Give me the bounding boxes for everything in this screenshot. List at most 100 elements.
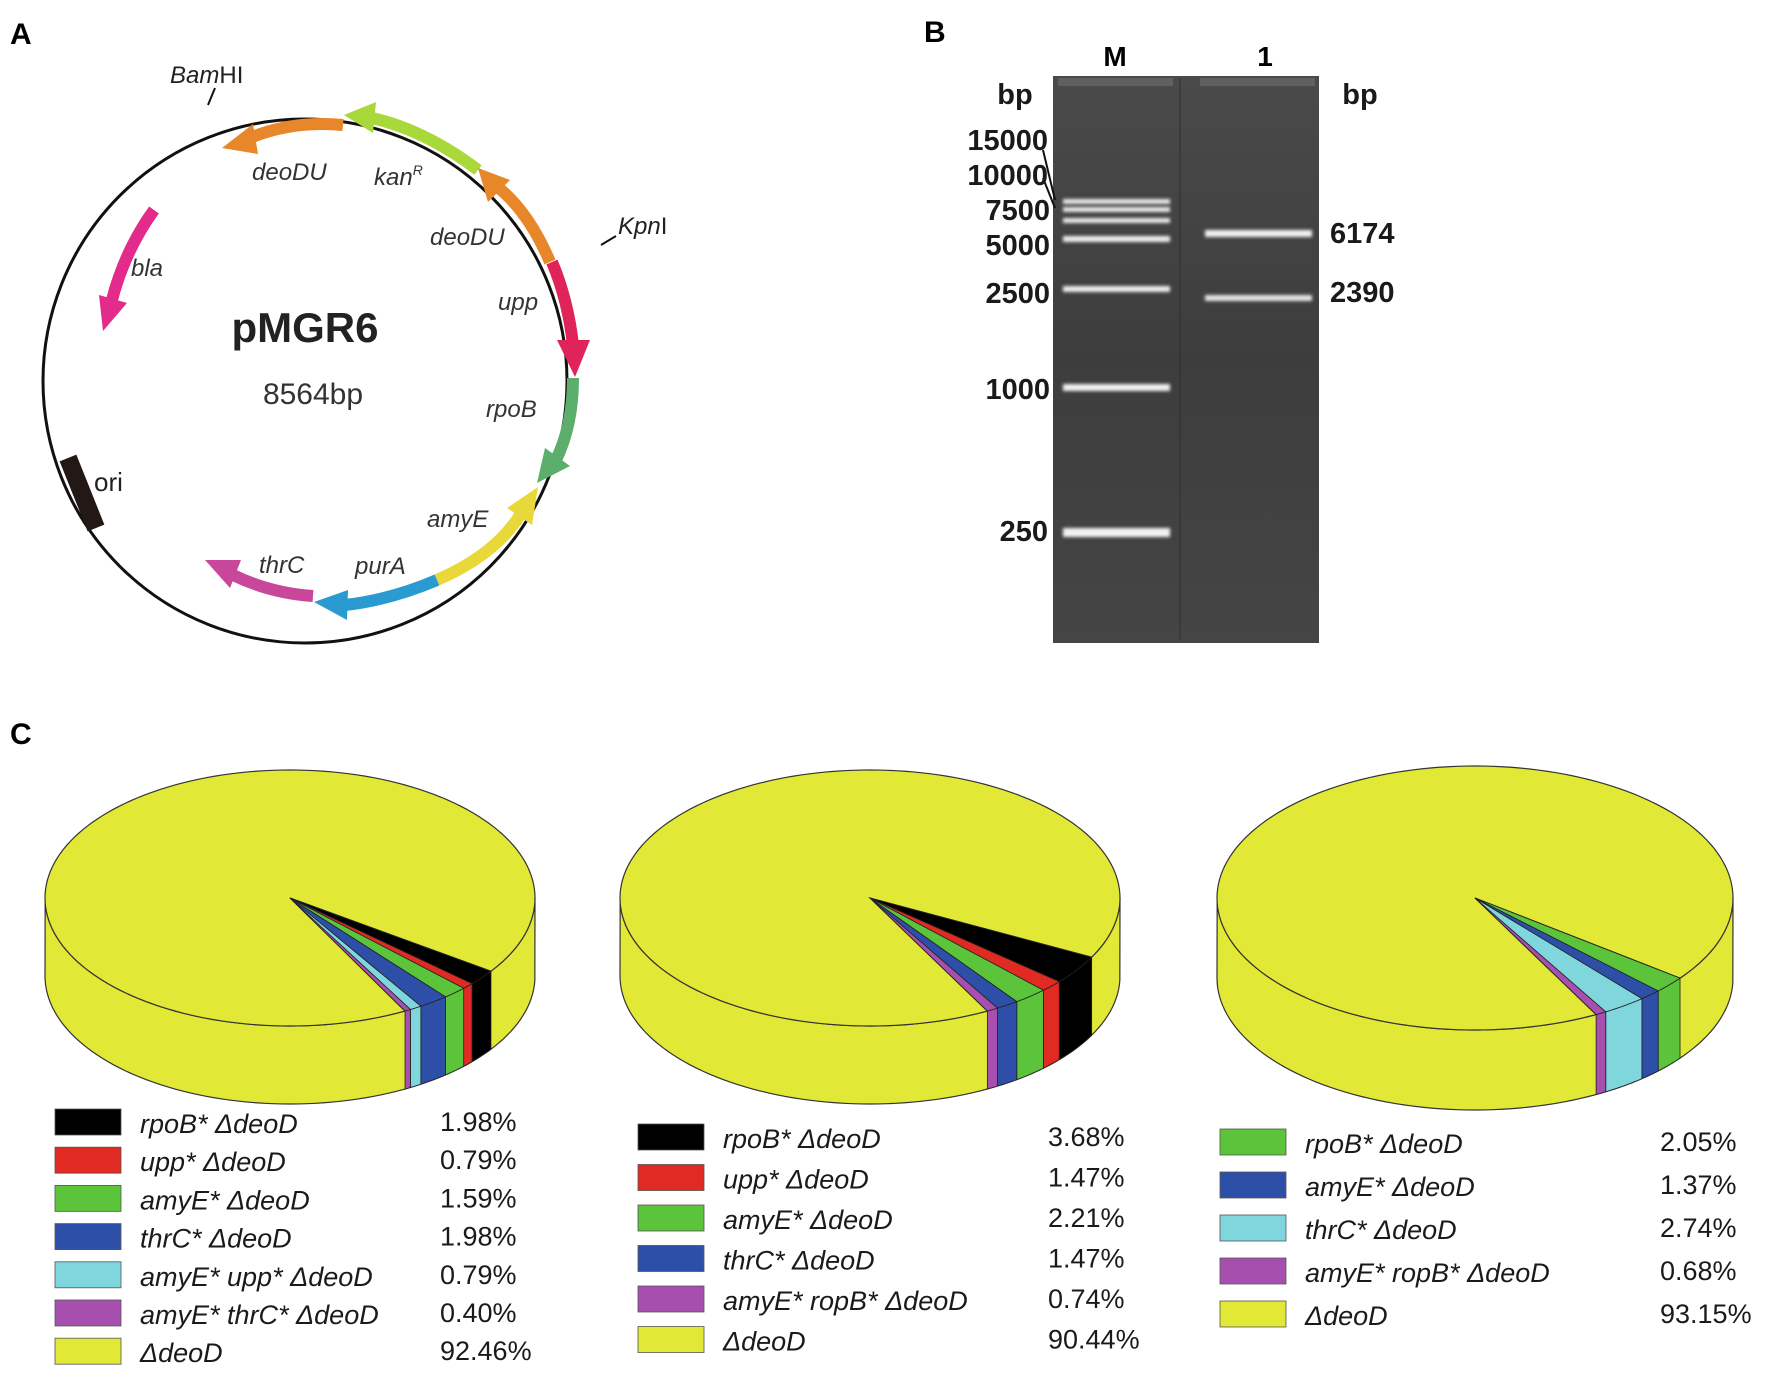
marker-size-label: 5000 (985, 230, 1050, 262)
legend-label: upp* ΔdeoD (723, 1165, 869, 1195)
gene-label-upp: upp (498, 289, 538, 316)
sample-bands (1205, 230, 1312, 301)
gene-arrow-kanr (344, 102, 482, 175)
legend-value: 1.47% (1048, 1163, 1125, 1193)
legend-value: 1.98% (440, 1107, 517, 1137)
legend-value: 1.47% (1048, 1244, 1125, 1274)
legend-label: ΔdeoD (722, 1327, 806, 1357)
sample-band (1205, 295, 1312, 301)
plasmid-size: 8564bp (263, 378, 363, 411)
gel-image (1053, 76, 1319, 643)
gene-label-amye: amyE (427, 506, 489, 533)
pie-slice (289, 897, 447, 1007)
legend-swatch (637, 1123, 705, 1151)
unit-left: bp (997, 79, 1032, 111)
pie-slice (1474, 897, 1660, 1000)
legend-label: thrC* ΔdeoD (723, 1246, 875, 1276)
panel-a: A ori BamHI KpnI (10, 18, 667, 645)
legend-value: 0.68% (1660, 1256, 1737, 1286)
gene-arrow-amye (434, 487, 538, 586)
legend-swatch (54, 1223, 122, 1250)
gene-arrow-pura (314, 574, 440, 620)
pie-slice (1474, 897, 1607, 1015)
legend-value: 2.05% (1660, 1127, 1737, 1157)
gene-label-bla: bla (131, 255, 163, 282)
pie-slice-side (986, 1007, 998, 1090)
legend-value: 3.68% (1048, 1122, 1125, 1152)
legend-label: rpoB* ΔdeoD (140, 1109, 298, 1139)
gel-well-1 (1200, 78, 1315, 86)
pie-slice (869, 897, 1061, 991)
pie-slice-side (471, 970, 492, 1063)
panel-c-letter: C (10, 718, 32, 751)
pie-slice (1474, 897, 1681, 992)
pie-slice-side (410, 1005, 422, 1089)
marker-band (1063, 218, 1170, 223)
gel-well-m (1058, 78, 1173, 86)
pie-legend: rpoB* ΔdeoD 3.68% upp* ΔdeoD 1.47% amyE* Δde… (637, 1122, 1140, 1357)
bamhi-site-label: BamHI (170, 62, 243, 89)
gene-label-kanr: kanR (374, 162, 423, 191)
legend-value: 2.21% (1048, 1203, 1125, 1233)
legend-value: 0.74% (1048, 1284, 1125, 1314)
kpni-site-label: KpnI (618, 213, 667, 240)
legend-swatch (637, 1326, 705, 1353)
ori-marker-bar (59, 454, 105, 532)
marker-size-label: 10000 (967, 160, 1048, 192)
pie-slice-side (420, 996, 446, 1085)
unit-right: bp (1342, 79, 1377, 111)
pie-slice-side (404, 1008, 411, 1090)
kpni-tick (600, 235, 617, 246)
legend-swatch (1219, 1214, 1287, 1242)
ori-label: ori (94, 467, 123, 497)
pie-slice (869, 897, 1018, 1009)
sample-band (1205, 230, 1312, 237)
gene-label-deodu-inner: deoDU (430, 224, 505, 251)
legend-value: 1.98% (440, 1222, 517, 1252)
legend-value: 90.44% (1048, 1325, 1140, 1355)
legend-swatch (1219, 1257, 1287, 1285)
panel-a-letter: A (10, 18, 32, 51)
gene-label-pura: purA (354, 553, 406, 580)
marker-band (1063, 528, 1170, 537)
pie-slice (289, 897, 465, 998)
ladder-leader (1042, 177, 1056, 209)
gene-arrow-thrc (205, 560, 314, 602)
legend-swatch (1219, 1171, 1287, 1199)
legend-swatch (1219, 1128, 1287, 1156)
gene-label-thrc: thrC (259, 552, 305, 579)
gene-label-rpob: rpoB (486, 396, 537, 423)
marker-band (1063, 236, 1170, 242)
pie-charts (44, 765, 1734, 1111)
marker-band (1063, 384, 1170, 391)
legend-label: amyE* ropB* ΔdeoD (723, 1286, 968, 1316)
marker-band (1063, 207, 1170, 212)
legend-label: amyE* thrC* ΔdeoD (140, 1300, 379, 1330)
pie-slice (289, 897, 422, 1010)
panel-b: B M 1 bp bp 15000 10000 7500 5 (924, 16, 1395, 643)
gene-arrow-deodu-outer (222, 118, 344, 154)
legend-swatch (54, 1146, 122, 1174)
legend-label: ΔdeoD (1304, 1301, 1388, 1331)
pie-chart (44, 769, 536, 1105)
legend-label: thrC* ΔdeoD (140, 1224, 292, 1254)
legend-value: 0.79% (440, 1260, 517, 1290)
gene-arrow-rpob (537, 377, 579, 483)
legend-value: 93.15% (1660, 1299, 1752, 1329)
gene-label-deodu-outer: deoDU (252, 159, 327, 186)
legend-value: 92.46% (440, 1336, 532, 1366)
marker-bands (1063, 199, 1170, 537)
marker-size-label: 7500 (985, 195, 1050, 227)
pie-legends: rpoB* ΔdeoD 1.98% upp* ΔdeoD 0.79% amyE* Δde… (54, 1107, 1752, 1368)
marker-size-label: 2500 (985, 278, 1050, 310)
legend-label: rpoB* ΔdeoD (723, 1124, 881, 1154)
pie-slice (869, 897, 1045, 1003)
legend-label: thrC* ΔdeoD (1305, 1215, 1457, 1245)
legend-swatch (54, 1185, 122, 1212)
gene-arrow-upp (546, 259, 590, 377)
legend-label: amyE* ΔdeoD (723, 1205, 893, 1235)
legend-swatch (54, 1108, 122, 1136)
